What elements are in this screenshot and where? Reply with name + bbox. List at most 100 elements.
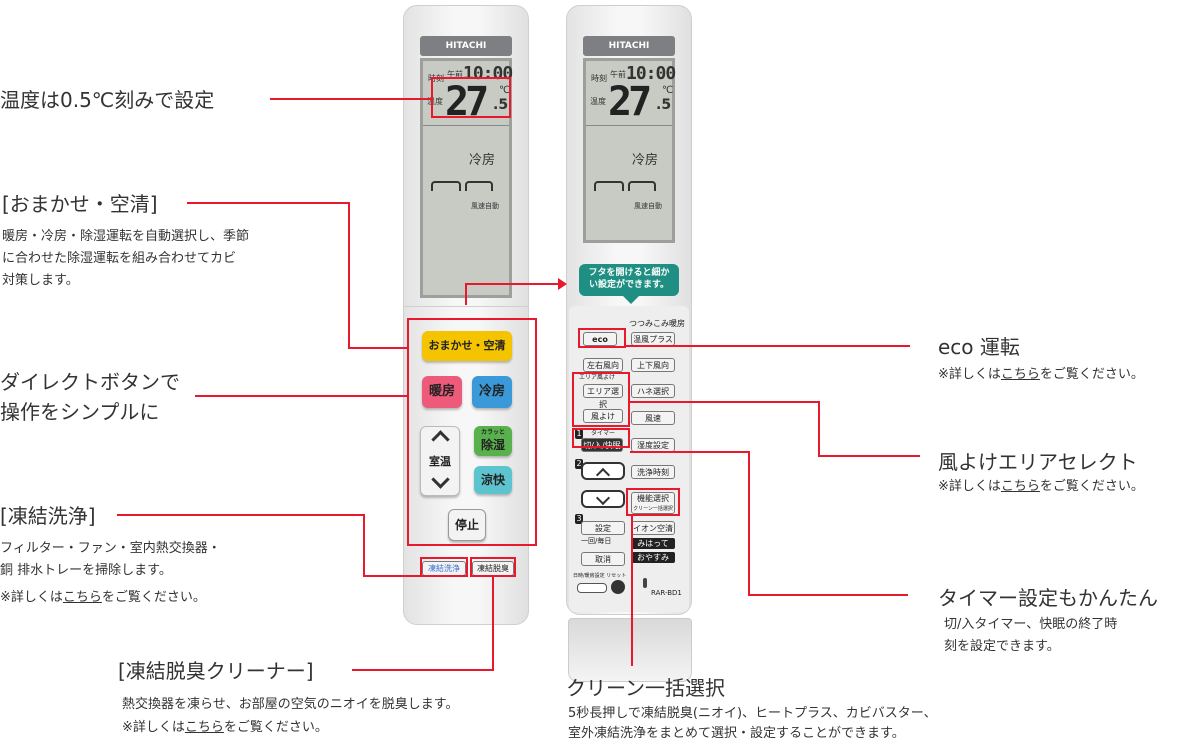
remote-lid-seam [404,306,528,307]
reset-label: 日時/暖房設定 リセット [573,573,627,579]
note-prefix: ※詳しくは [938,367,1001,382]
lcd-divider [423,125,509,126]
remote-top-band [583,36,675,56]
area-sentaku-button[interactable]: エリア選択 [583,384,623,409]
connector-timer-h1 [630,451,750,453]
senjou-jikoku-button[interactable]: 洗浄時刻 [631,465,675,479]
connector-timer-h2 [748,594,908,596]
reset-button[interactable] [577,583,607,593]
lcd-fan-icon [465,181,493,191]
lid-hint-arrow [623,296,639,304]
connector-lid-v [465,283,467,305]
oyasumi-button[interactable]: おやすみ [631,552,675,563]
timer-label: タイマー [591,430,616,437]
label-kazeyoke-note: ※詳しくはこちらをご覧ください。 [938,476,1144,498]
highlight-lcd-temp [431,77,511,118]
lcd-temp: 27 [608,79,652,125]
lcd-mode: 冷房 [469,153,496,168]
tsumikomi-label: つつみこみ暖房 [629,319,685,328]
highlight-eco [578,328,626,348]
chevron-down-icon[interactable] [595,490,611,506]
connector-kazeyoke-h2 [818,455,920,457]
joshitsu-small-label: カラッと [480,429,505,436]
lcd-temp-unit: ℃ [499,85,511,96]
kinou-sentaku-label: 機能選択 [637,494,669,503]
label-direct-1: ダイレクトボタンで [0,370,180,394]
note-suffix: をご覧ください。 [1039,367,1144,382]
connector-touketsu-h2 [363,575,420,577]
kinou-sentaku-button[interactable]: 機能選択 クリーン一括選択 [631,492,675,514]
teishi-button[interactable]: 停止 [448,509,486,541]
kazeyoke-detail-link[interactable]: こちら [1000,479,1040,494]
sayu-fukou-button[interactable]: 左右風向 [583,358,623,372]
danbou-button[interactable]: 暖房 [422,376,462,408]
lcd-ampm: 午前 [610,70,626,79]
label-temp-step: 温度は0.5℃刻みで設定 [0,88,215,112]
room-temp-rocker[interactable]: 室温 [420,426,460,496]
label-clean-desc-2: 室外凍結洗浄をまとめて選択・設定することができます。 [568,726,905,741]
highlight-kazeyoke-area [572,372,630,427]
right-remote: HITACHI 時刻 午前 10:00 温度 27 ℃ .5 冷房 風速自動 フ… [566,5,692,615]
label-clean-desc-1: 5秒長押しで凍結脱臭(ニオイ)、ヒートプラス、カビバスター、 [568,706,937,721]
joshitsu-button[interactable]: カラッと 除湿 [474,426,512,456]
kazeyoke-button[interactable]: 風よけ [583,409,623,423]
connector-kazeyoke-h1 [630,401,820,403]
ichikai-mainichi-label: 一回/毎日 [581,537,612,545]
shitsudo-settei-button[interactable]: 湿度設定 [631,438,675,452]
settei-button[interactable]: 設定 [581,521,625,535]
label-timer-desc-2: 刻を設定できます。 [944,639,1060,654]
timer-up-button[interactable] [581,462,625,483]
note-suffix: をご覧ください。 [223,720,328,735]
hane-sentaku-button[interactable]: ハネ選択 [631,384,675,398]
connector-kazeyoke-v [818,401,820,457]
timer-down-button[interactable] [581,490,625,508]
area-kazeyoke-label: エリア風よけ [579,374,616,381]
highlight-direct-buttons [407,318,537,546]
connector-direct [195,395,407,397]
highlight-touketsu-senjou [420,557,468,577]
connector-touketsu-v [363,514,365,577]
torikeshi-button[interactable]: 取消 [581,552,625,566]
ryoukai-button[interactable]: 涼快 [474,466,512,494]
connector-omakase-v [348,202,350,349]
kinou-sentaku-sub: クリーン一括選択 [633,506,673,512]
label-timer-title: タイマー設定もかんたん [938,586,1158,610]
joshitsu-label: 除湿 [480,438,505,452]
connector-temp [270,98,431,100]
lcd-temp-unit: ℃ [662,85,674,96]
ion-kusei-button[interactable]: イオン空清 [631,521,675,535]
fusoku-button[interactable]: 風速 [631,411,675,425]
label-omakase-desc-3: 対策します。 [2,273,79,288]
reibou-button[interactable]: 冷房 [472,376,512,408]
dasshu-detail-link[interactable]: こちら [184,720,224,735]
kiri-iri-kaimin-button[interactable]: 切/入/快眠 [581,438,623,452]
label-direct-2: 操作をシンプルに [0,400,160,424]
connector-lid-h [465,283,560,285]
mode-dial[interactable] [611,580,625,594]
onpu-plus-button[interactable]: 温風プラス [631,332,675,346]
omakase-button[interactable]: おまかせ・空清 [422,331,512,361]
step-1-badge: 1 [575,429,583,439]
lcd-divider [586,125,672,126]
indicator-slot [643,578,647,588]
lcd-temp-decimal: .5 [493,97,509,113]
touketsu-detail-link[interactable]: こちら [62,590,102,605]
mihatte-button[interactable]: みはって [631,538,675,549]
note-prefix: ※詳しくは [938,479,1001,494]
room-temp-label: 室温 [429,455,451,468]
chevron-up-icon[interactable] [595,467,611,483]
brand-logo: HITACHI [445,41,487,51]
label-kazeyoke-title: 風よけエリアセレクト [938,450,1138,474]
brand-logo: HITACHI [608,41,650,51]
note-suffix: をご覧ください。 [1039,479,1144,494]
eco-detail-link[interactable]: こちら [1000,367,1040,382]
label-touketsu-desc-2: 銅 排水トレーを掃除します。 [0,563,172,578]
note-suffix: をご覧ください。 [101,590,206,605]
eco-button[interactable]: eco [583,332,617,346]
label-touketsu-note: ※詳しくはこちらをご覧ください。 [0,587,206,609]
lcd-temp-decimal: .5 [656,97,672,113]
jouge-fukou-button[interactable]: 上下風向 [631,358,675,372]
lcd-mode: 冷房 [632,153,659,168]
highlight-timer [572,428,630,448]
label-dasshu-desc: 熱交換器を凍らせ、お部屋の空気のニオイを脱臭します。 [122,697,459,712]
